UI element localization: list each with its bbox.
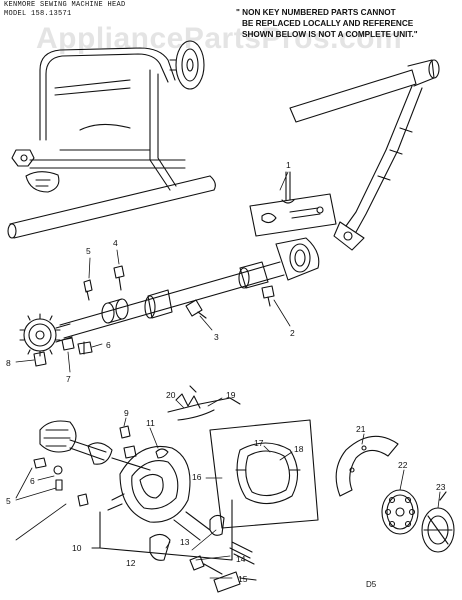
part-label-6a: 6 [106, 340, 111, 350]
part-label-13: 13 [180, 537, 190, 547]
part-number-labels: 1 2 3 4 5 6 7 8 9 11 20 19 5 6 10 12 13 … [6, 160, 446, 584]
part-label-1: 1 [286, 160, 291, 170]
bent-arm-drawing [289, 59, 440, 251]
note-line-2: BE REPLACED LOCALLY AND REFERENCE [242, 19, 414, 28]
part-label-23: 23 [436, 482, 446, 492]
page-code: D5 [366, 580, 377, 589]
part-label-4: 4 [113, 238, 118, 248]
part-label-6b: 6 [30, 476, 35, 486]
main-shaft-drawing [19, 237, 320, 367]
part-label-22: 22 [398, 460, 408, 470]
bed-tube-drawing [7, 175, 216, 239]
part-label-10: 10 [72, 543, 82, 553]
leader-lines-bottom [15, 397, 441, 579]
machine-frame-drawing [11, 40, 205, 193]
part-label-16: 16 [192, 472, 202, 482]
header-title-line2: MODEL 158.13571 [4, 10, 72, 18]
part-label-15: 15 [238, 574, 248, 584]
part-label-14: 14 [236, 554, 246, 564]
part-label-12: 12 [126, 558, 136, 568]
small-parts-12-15 [149, 514, 257, 593]
part-23-bobbin-case [421, 491, 455, 553]
part-22-bobbin [381, 489, 419, 535]
part-10-bracket [91, 499, 233, 561]
part-label-5a: 5 [86, 246, 91, 256]
part-label-11: 11 [146, 418, 155, 428]
part-21-plate [335, 435, 399, 497]
part-label-17: 17 [254, 438, 264, 448]
part-label-5b: 5 [6, 496, 11, 506]
part-label-8: 8 [6, 358, 11, 368]
part-label-7: 7 [66, 374, 71, 384]
part-1-box [249, 171, 337, 237]
note-line-1: " NON KEY NUMBERED PARTS CANNOT [236, 8, 396, 17]
hook-drive-drawing [33, 420, 169, 507]
note-line-3: SHOWN BELOW IS NOT A COMPLETE UNIT." [242, 30, 418, 39]
part-label-21: 21 [356, 424, 366, 434]
part-label-3: 3 [214, 332, 219, 342]
leader-lines-middle [15, 171, 291, 373]
part-16-box [209, 419, 319, 529]
part-label-18: 18 [294, 444, 304, 454]
hook-body-drawing [107, 445, 211, 541]
part-label-19: 19 [226, 390, 236, 400]
header-title-line1: KENMORE SEWING MACHINE HEAD [4, 1, 126, 9]
part-label-9: 9 [124, 408, 129, 418]
part-label-20: 20 [166, 390, 176, 400]
part-label-2: 2 [290, 328, 295, 338]
